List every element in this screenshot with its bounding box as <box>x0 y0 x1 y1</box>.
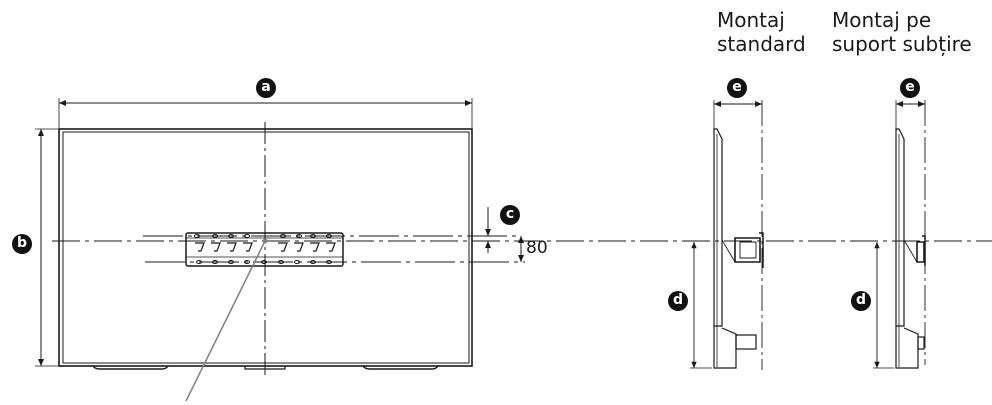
dimension-badge-a: a <box>256 78 276 98</box>
heading-slim-line1: Montaj pe <box>832 8 932 32</box>
mounting-bracket <box>185 232 344 267</box>
leader-line <box>185 240 266 402</box>
side-view-slim <box>873 100 926 369</box>
mount-spacing-value: 80 <box>526 238 548 258</box>
dimension-badge-c: c <box>500 205 520 225</box>
side-view-standard <box>690 100 764 370</box>
dimension-badge-e-slim: e <box>900 78 920 98</box>
heading-standard-line2: standard <box>717 32 806 56</box>
heading-slim-line2: suport subțire <box>832 32 972 56</box>
dimension-badge-b: b <box>12 234 32 254</box>
tv-screen-edge <box>62 131 470 364</box>
dimension-badge-e-standard: e <box>727 78 747 98</box>
dimension-badge-d-slim: d <box>851 291 871 311</box>
front-view <box>35 98 992 402</box>
heading-standard-line1: Montaj <box>717 8 785 32</box>
dimension-badge-d-standard: d <box>668 291 688 311</box>
